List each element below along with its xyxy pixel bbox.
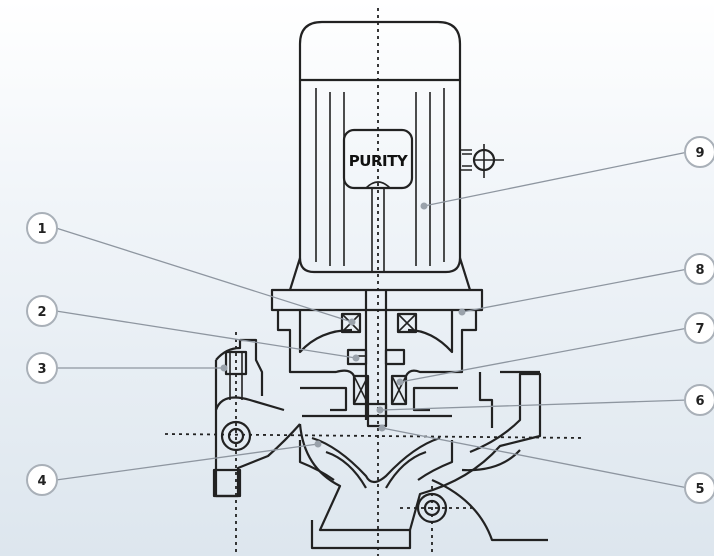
callout-number: 6 (695, 394, 704, 409)
callout-circle (26, 352, 58, 384)
callout-circle (684, 384, 714, 416)
pump-casing (212, 338, 548, 550)
callout-number: 9 (695, 146, 704, 161)
callout-circle (26, 464, 58, 496)
callout-number: 7 (695, 322, 704, 337)
leader-lines (55, 151, 689, 489)
callout-number: 2 (37, 305, 46, 320)
callout-9: 9 (684, 136, 714, 168)
bracket (270, 288, 484, 360)
callout-circle (26, 212, 58, 244)
callout-8: 8 (684, 253, 714, 285)
callout-2: 2 (26, 295, 58, 327)
brand-label: PURITY (349, 152, 409, 170)
callout-7: 7 (684, 312, 714, 344)
callout-number: 4 (37, 474, 46, 489)
callout-6: 6 (684, 384, 714, 416)
callout-circle (684, 136, 714, 168)
callout-number: 5 (695, 482, 704, 497)
callout-5: 5 (684, 472, 714, 504)
callout-circle (684, 472, 714, 504)
center-lines (164, 8, 586, 556)
callout-circle (684, 312, 714, 344)
motor: PURITY (288, 20, 504, 291)
callout-1: 1 (26, 212, 58, 244)
callout-circle (26, 295, 58, 327)
callout-number: 1 (37, 222, 46, 237)
callout-number: 8 (695, 263, 704, 278)
callout-3: 3 (26, 352, 58, 384)
callout-number: 3 (37, 362, 46, 377)
callout-4: 4 (26, 464, 58, 496)
callout-circle (684, 253, 714, 285)
